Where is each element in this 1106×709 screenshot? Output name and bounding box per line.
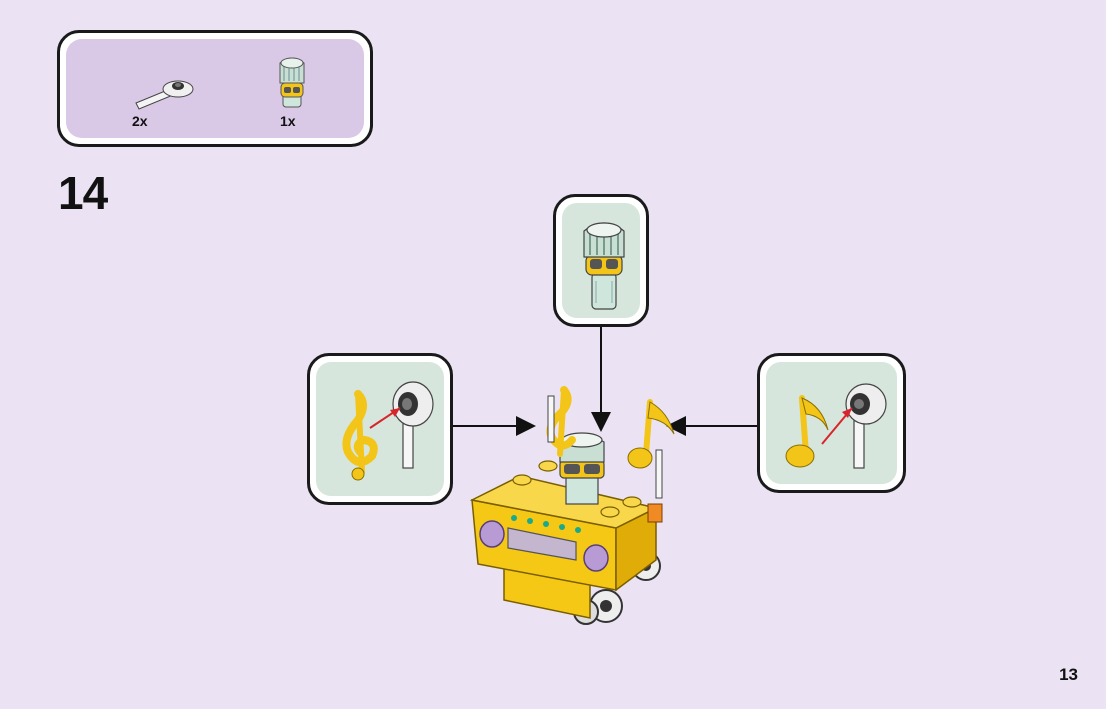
page-number: 13 xyxy=(1059,665,1078,684)
treble-clef-on-stick-icon xyxy=(328,376,443,488)
parts-list-background xyxy=(66,39,364,138)
callout-treble-clef xyxy=(307,353,453,505)
minifig-head-with-goggles-icon xyxy=(576,219,632,315)
parts-list-box: 2x 1x xyxy=(57,30,373,147)
yellow-boombox-cart-icon xyxy=(460,380,680,635)
part-count-stick: 2x xyxy=(132,113,148,129)
music-note-on-stick-icon xyxy=(782,378,897,478)
step-number: 14 xyxy=(58,167,108,219)
part-count-head: 1x xyxy=(280,113,296,129)
callout-music-note xyxy=(757,353,906,493)
callout-head xyxy=(553,194,649,327)
minifig-head-with-hair-icon xyxy=(272,55,312,113)
stick-with-round-plate-icon xyxy=(130,73,200,113)
